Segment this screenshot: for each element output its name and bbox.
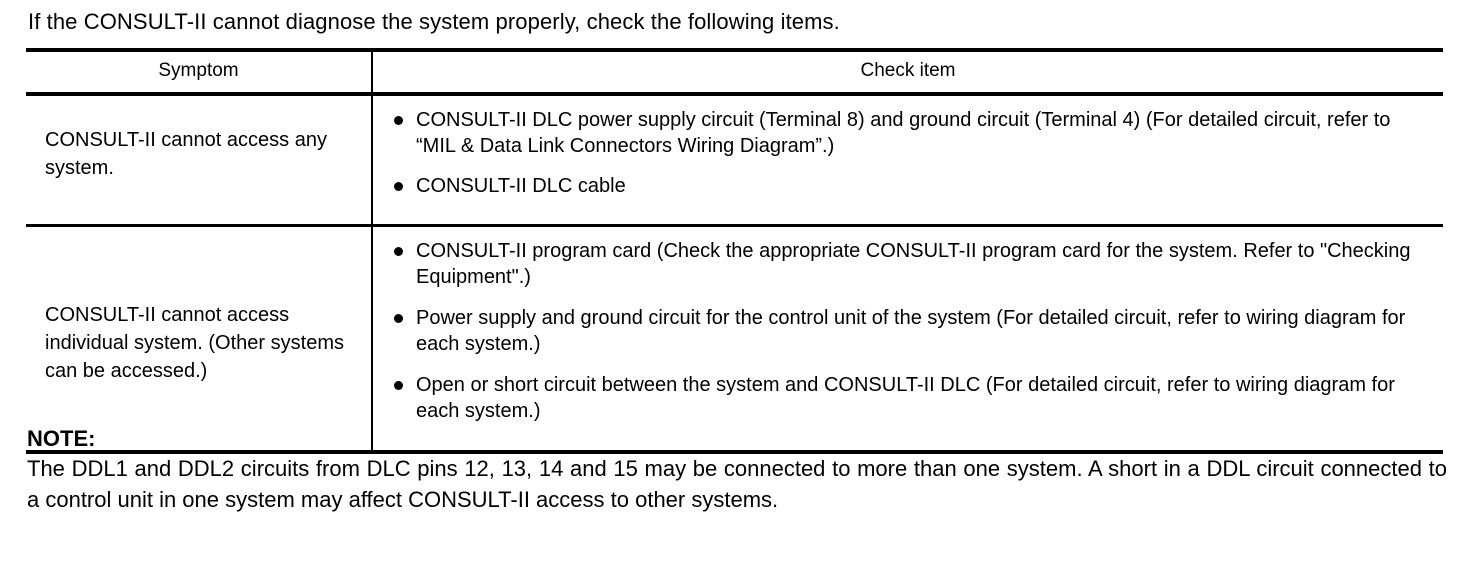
list-item-text: Power supply and ground circuit for the … [416,307,1406,355]
bullet-icon [394,314,403,323]
bullet-icon [394,247,403,256]
symptom-text: CONSULT-II cannot access any system. [45,129,327,179]
symptom-text: CONSULT-II cannot access individual syst… [45,304,344,382]
list-item: CONSULT-II DLC cable [392,173,1435,199]
table-row: CONSULT-II cannot access individual syst… [26,224,1443,450]
bullet-icon [394,182,403,191]
note-block: NOTE: The DDL1 and DDL2 circuits from DL… [27,424,1447,515]
check-item-cell: CONSULT-II program card (Check the appro… [372,224,1443,450]
list-item-text: CONSULT-II DLC cable [416,175,626,197]
bullet-icon [394,381,403,390]
note-body: The DDL1 and DDL2 circuits from DLC pins… [27,456,1447,512]
diagnosis-check-table: Symptom Check item CONSULT-II cannot acc… [26,48,1443,454]
bullet-icon [394,116,403,125]
table-row: CONSULT-II cannot access any system. CON… [26,94,1443,226]
list-item: CONSULT-II DLC power supply circuit (Ter… [392,107,1435,159]
list-item-text: CONSULT-II DLC power supply circuit (Ter… [416,109,1391,157]
column-header-symptom: Symptom [26,50,373,94]
list-item-text: CONSULT-II program card (Check the appro… [416,240,1411,288]
list-item-text: Open or short circuit between the system… [416,374,1395,422]
list-item: Power supply and ground circuit for the … [392,305,1435,357]
table-body: CONSULT-II cannot access any system. CON… [26,94,1443,454]
symptom-cell: CONSULT-II cannot access any system. [26,94,373,226]
check-item-list: CONSULT-II program card (Check the appro… [392,238,1435,424]
list-item: Open or short circuit between the system… [392,372,1435,424]
symptom-cell: CONSULT-II cannot access individual syst… [26,224,373,450]
table-header-row: Symptom Check item [26,50,1443,94]
list-item: CONSULT-II program card (Check the appro… [392,238,1435,290]
table-header: Symptom Check item [26,50,1443,94]
note-title: NOTE: [27,426,96,451]
intro-paragraph: If the CONSULT-II cannot diagnose the sy… [28,9,840,34]
check-item-cell: CONSULT-II DLC power supply circuit (Ter… [372,94,1443,226]
check-item-list: CONSULT-II DLC power supply circuit (Ter… [392,107,1435,199]
column-header-check-item: Check item [860,60,956,81]
